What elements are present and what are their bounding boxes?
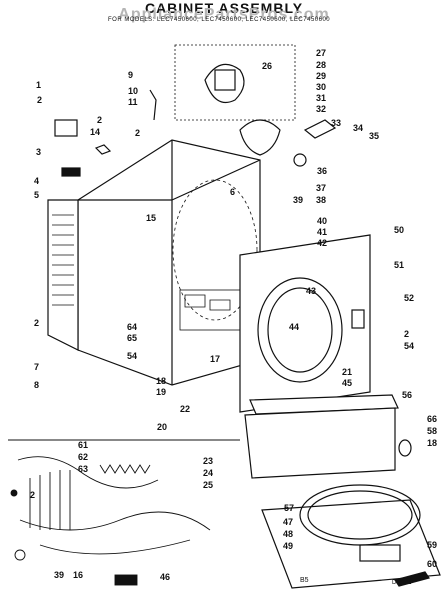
models-line: FOR MODELS: LEC7450600, LEC7450600, LEC7… bbox=[108, 17, 331, 23]
callout-5: 5 bbox=[34, 190, 40, 200]
callout-27: 27 bbox=[316, 48, 327, 58]
diagram-title: CABINET ASSEMBLY bbox=[144, 0, 304, 16]
callout-2: 2 bbox=[404, 329, 410, 339]
upper-left-parts bbox=[54, 89, 157, 177]
callout-2: 2 bbox=[30, 490, 36, 500]
callout-29: 29 bbox=[316, 71, 327, 81]
callout-2: 2 bbox=[34, 318, 40, 328]
callout-46: 46 bbox=[160, 572, 171, 582]
callout-28: 28 bbox=[316, 60, 327, 70]
callout-25: 25 bbox=[203, 480, 214, 490]
callout-2: 2 bbox=[97, 115, 103, 125]
front-panel bbox=[239, 234, 371, 413]
callout-34: 34 bbox=[353, 123, 364, 133]
motor-assembly bbox=[174, 44, 337, 167]
callout-63: 63 bbox=[78, 464, 89, 474]
callout-3: 3 bbox=[36, 147, 42, 157]
callout-48: 48 bbox=[283, 529, 294, 539]
base-assembly bbox=[261, 484, 441, 589]
callout-7: 7 bbox=[34, 362, 40, 372]
callout-21: 21 bbox=[342, 367, 353, 377]
callout-2: 2 bbox=[37, 95, 43, 105]
callout-50: 50 bbox=[394, 225, 405, 235]
callout-18: 18 bbox=[427, 438, 438, 448]
callout-45: 45 bbox=[342, 378, 353, 388]
callout-39: 39 bbox=[54, 570, 65, 580]
callout-2: 2 bbox=[135, 128, 141, 138]
callout-19: 19 bbox=[156, 387, 167, 397]
callout-54: 54 bbox=[404, 341, 415, 351]
callout-26: 26 bbox=[262, 61, 273, 71]
callout-65: 65 bbox=[127, 333, 138, 343]
callout-33: 33 bbox=[331, 118, 342, 128]
callout-17: 17 bbox=[210, 354, 221, 364]
callout-62: 62 bbox=[78, 452, 89, 462]
callout-9: 9 bbox=[128, 70, 134, 80]
callout-56: 56 bbox=[402, 390, 413, 400]
callout-43: 43 bbox=[306, 286, 317, 296]
callout-35: 35 bbox=[369, 131, 380, 141]
callout-66: 66 bbox=[427, 414, 438, 424]
wiring-harness bbox=[8, 439, 240, 586]
callout-38: 38 bbox=[316, 195, 327, 205]
callout-15: 15 bbox=[146, 213, 157, 223]
callout-31: 31 bbox=[316, 93, 327, 103]
callout-30: 30 bbox=[316, 82, 327, 92]
callout-39: 39 bbox=[293, 195, 304, 205]
callout-59: 59 bbox=[427, 540, 438, 550]
callout-8: 8 bbox=[34, 380, 40, 390]
callout-41: 41 bbox=[317, 227, 328, 237]
callout-40: 40 bbox=[317, 216, 328, 226]
callout-52: 52 bbox=[404, 293, 415, 303]
callout-58: 58 bbox=[427, 426, 438, 436]
callout-23: 23 bbox=[203, 456, 214, 466]
toe-panel bbox=[244, 394, 399, 479]
drawing-ref-right: B5 bbox=[300, 577, 309, 584]
callout-47: 47 bbox=[283, 517, 294, 527]
callout-61: 61 bbox=[78, 440, 89, 450]
callout-32: 32 bbox=[316, 104, 327, 114]
callout-1: 1 bbox=[36, 80, 42, 90]
callout-11: 11 bbox=[128, 97, 138, 107]
cabinet-body bbox=[47, 139, 261, 386]
callout-24: 24 bbox=[203, 468, 214, 478]
callout-60: 60 bbox=[427, 559, 438, 569]
callout-37: 37 bbox=[316, 183, 327, 193]
callout-44: 44 bbox=[289, 322, 300, 332]
callout-20: 20 bbox=[157, 422, 168, 432]
callout-57: 57 bbox=[284, 503, 295, 513]
callout-18: 18 bbox=[156, 376, 167, 386]
callout-16: 16 bbox=[73, 570, 84, 580]
callout-49: 49 bbox=[283, 541, 294, 551]
callout-10: 10 bbox=[128, 86, 139, 96]
callout-22: 22 bbox=[180, 404, 191, 414]
callout-42: 42 bbox=[317, 238, 328, 248]
callout-51: 51 bbox=[394, 260, 405, 270]
callout-4: 4 bbox=[34, 176, 40, 186]
callout-6: 6 bbox=[230, 187, 236, 197]
watermark-text: AppliancePartsPros.com bbox=[118, 6, 330, 23]
callout-54: 54 bbox=[127, 351, 138, 361]
callout-64: 64 bbox=[127, 322, 138, 332]
drum-seal-ring bbox=[398, 439, 412, 457]
callout-14: 14 bbox=[90, 127, 101, 137]
drawing-ref-left: D 9141 bbox=[392, 580, 412, 586]
callout-36: 36 bbox=[317, 166, 328, 176]
